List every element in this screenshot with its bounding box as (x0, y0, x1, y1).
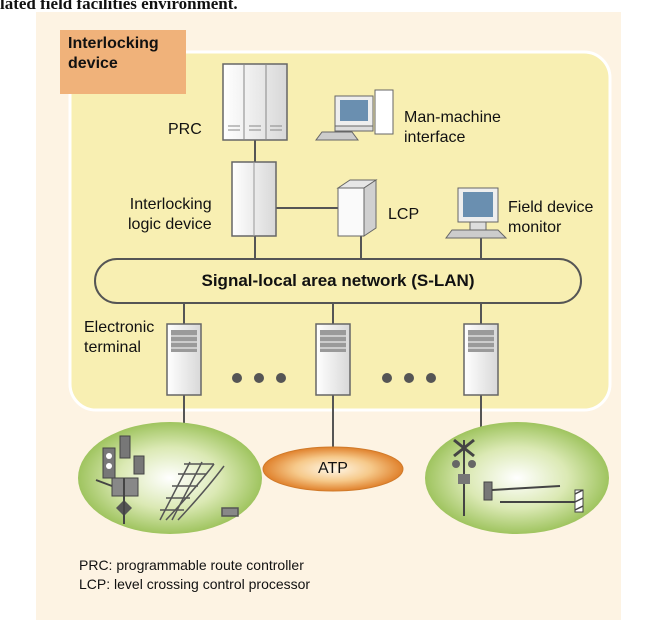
slan-label: Signal-local area network (S-LAN) (201, 271, 475, 290)
ellipsis-dots (232, 373, 436, 383)
cut-off-heading: lated field facilities environment. (0, 0, 238, 13)
electronic-terminal-icon (166, 323, 202, 396)
lcp-label: LCP (388, 206, 420, 223)
level-crossing-field-area (425, 422, 609, 534)
note-lcp: LCP: level crossing control processor (79, 576, 311, 592)
prc-label: PRC (168, 121, 202, 138)
atp-ellipse (262, 446, 404, 492)
turnout-track-icon (159, 461, 239, 521)
interlocking-logic-cabinet-icon (231, 161, 277, 237)
abbreviation-notes: PRC: programmable route controller LCP: … (79, 556, 310, 594)
field-device-monitor-label: Field device monitor (508, 199, 594, 236)
signal-icon (95, 435, 145, 524)
lcp-box-icon (336, 179, 378, 237)
level-crossing-icon (452, 438, 584, 516)
slan-bus (94, 258, 582, 304)
atp-label: ATP (318, 460, 348, 477)
monitor-icon (445, 187, 508, 239)
electronic-terminal-icon (315, 323, 351, 396)
note-prc: PRC: programmable route controller (79, 557, 304, 573)
prc-server-icon (222, 63, 288, 141)
electronic-terminal-label: Electronic terminal (84, 319, 155, 356)
interlocking-device-label: Interlocking device (60, 30, 186, 94)
computer-icon (315, 89, 394, 141)
interlocking-logic-device-label: Interlocking logic device (128, 196, 212, 233)
man-machine-interface-label: Man-machine interface (404, 109, 501, 146)
electronic-terminal-icon (463, 323, 499, 396)
